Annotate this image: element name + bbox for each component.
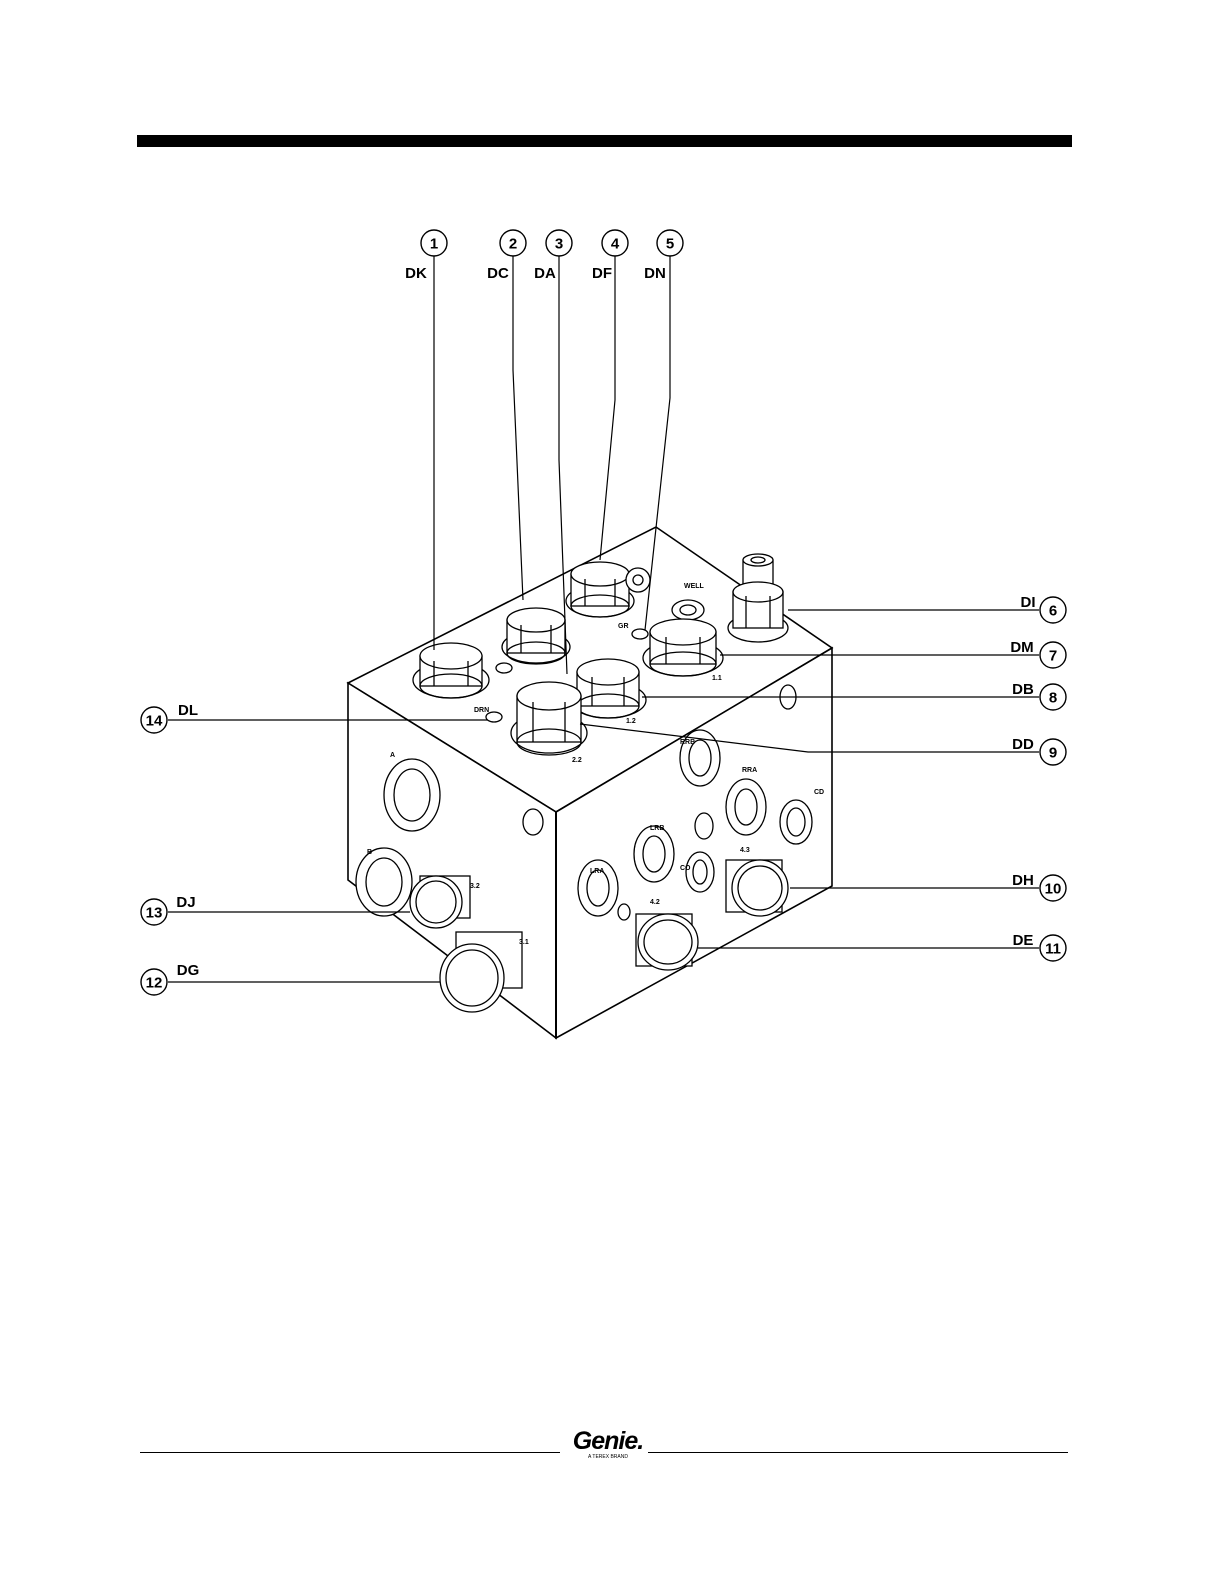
- port-label-4-2: 4.2: [650, 899, 660, 906]
- callout-9-code: DD: [1012, 736, 1034, 753]
- callout-14-code: DL: [178, 702, 198, 719]
- callout-7-number: 7: [1049, 648, 1057, 665]
- callout-9-number: 9: [1049, 745, 1057, 762]
- callout-14: 14 DL: [141, 702, 198, 733]
- callout-2: 2 DC: [487, 230, 526, 282]
- port-label-rra: RRA: [742, 767, 757, 774]
- port-label-a: A: [390, 752, 395, 759]
- footer-rule-right: [648, 1452, 1068, 1453]
- callout-13-number: 13: [146, 905, 163, 922]
- callout-14-number: 14: [146, 713, 163, 730]
- callout-13-code: DJ: [176, 894, 195, 911]
- port-label-lrb: LRB: [650, 825, 664, 832]
- genie-logo: Genie. A TEREX BRAND: [566, 1428, 650, 1460]
- port-label-gr: GR: [618, 623, 629, 630]
- callout-8-number: 8: [1049, 690, 1057, 707]
- port-label-4-3: 4.3: [740, 847, 750, 854]
- valve-dk: [413, 643, 489, 698]
- valve-dc: [502, 608, 570, 664]
- port-label-cd: CD: [814, 789, 824, 796]
- callout-13: 13 DJ: [141, 894, 196, 925]
- callout-6-code: DI: [1021, 594, 1036, 611]
- callout-4-code: DF: [592, 265, 612, 282]
- callout-6-number: 6: [1049, 603, 1057, 620]
- callout-11-number: 11: [1045, 941, 1061, 958]
- callout-9: 9 DD: [1012, 736, 1066, 765]
- callout-6: 6 DI: [1021, 594, 1067, 623]
- callout-10: 10 DH: [1012, 872, 1066, 901]
- callout-7-code: DM: [1010, 639, 1033, 656]
- callout-3-code: DA: [534, 265, 556, 282]
- callout-1-code: DK: [405, 265, 427, 282]
- callout-8: 8 DB: [1012, 681, 1066, 710]
- callout-12-number: 12: [146, 975, 163, 992]
- callout-12: 12 DG: [141, 962, 199, 995]
- port-label-2-2: 2.2: [572, 757, 582, 764]
- valve-df: [566, 562, 634, 617]
- port-label-3-2: 3.2: [470, 883, 480, 890]
- callout-1: 1 DK: [405, 230, 447, 282]
- port-label-b: B: [367, 849, 372, 856]
- port-label-rrb: RRB: [680, 739, 695, 746]
- port-label-co: CO: [680, 865, 691, 872]
- port-label-drn: DRN: [474, 707, 489, 714]
- port-label-1-2: 1.2: [626, 718, 636, 725]
- callout-11-code: DE: [1013, 932, 1034, 949]
- valve-de: [636, 914, 698, 970]
- callout-10-number: 10: [1045, 881, 1062, 898]
- callout-5-code: DN: [644, 265, 666, 282]
- callout-8-code: DB: [1012, 681, 1034, 698]
- callout-10-code: DH: [1012, 872, 1034, 889]
- callout-3: 3 DA: [534, 230, 572, 282]
- callout-11: 11 DE: [1013, 932, 1066, 961]
- port-label-lra: LRA: [590, 868, 604, 875]
- logo-brand: Genie.: [566, 1428, 650, 1454]
- callout-4-number: 4: [611, 236, 620, 253]
- valve-dh: [726, 860, 788, 916]
- callout-12-code: DG: [177, 962, 200, 979]
- valve-dm: [643, 619, 723, 676]
- callout-7: 7 DM: [1010, 639, 1066, 668]
- callout-1-number: 1: [430, 236, 438, 253]
- footer-rule-left: [140, 1452, 560, 1453]
- port-label-3-1: 3.1: [519, 939, 529, 946]
- callout-4: 4 DF: [592, 230, 628, 282]
- valve-dd: [511, 682, 587, 755]
- valve-di: [728, 554, 788, 642]
- callout-3-number: 3: [555, 236, 563, 253]
- callout-5: 5 DN: [644, 230, 683, 282]
- callout-2-number: 2: [509, 236, 517, 253]
- callout-2-code: DC: [487, 265, 509, 282]
- port-label-1-1: 1.1: [712, 675, 722, 682]
- port-label-well: WELL: [684, 583, 705, 590]
- callout-5-number: 5: [666, 236, 674, 253]
